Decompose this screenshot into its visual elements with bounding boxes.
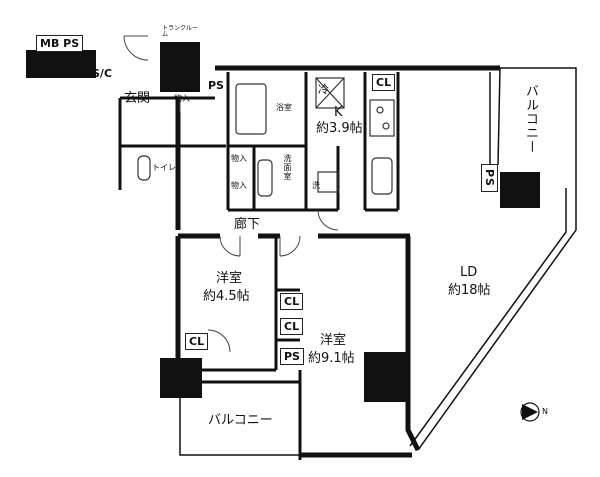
storage-2-label: 物入 [231, 181, 247, 190]
kitchen-size-label: 約3.9帖 [316, 121, 363, 136]
ps-right-label: PS [481, 164, 498, 192]
compass [520, 402, 540, 422]
cl-2-label: CL [280, 318, 304, 335]
door-swings [123, 35, 339, 353]
washer-label: 洗 [312, 181, 320, 190]
sic-label: S/C [92, 67, 113, 80]
balcony-right-label: バルコニー [523, 84, 538, 154]
cl-1-label: CL [280, 293, 304, 310]
ld-size-label: 約18帖 [448, 283, 491, 298]
structural-pillars [26, 42, 540, 402]
toilet-label: トイレ [152, 163, 176, 172]
bath-label: 浴室 [276, 103, 292, 112]
fridge-label: 冷 [318, 83, 329, 96]
balcony-right-outline [409, 67, 577, 451]
interior-walls [118, 72, 400, 460]
washroom-label: 洗面室 [283, 154, 292, 181]
mb-ps-label: MB PS [36, 35, 84, 52]
balcony-bottom-label: バルコニー [208, 413, 273, 428]
ld-label: LD [460, 265, 478, 280]
ps-top-label: PS [208, 79, 224, 92]
entrance-label: 玄関 [124, 91, 151, 106]
door-openings [220, 232, 318, 240]
fixtures [137, 77, 395, 197]
cl-kitchen-label: CL [372, 74, 396, 91]
western2-label: 洋室 [320, 333, 347, 348]
north-label: N [542, 407, 548, 416]
corridor-label: 廊下 [234, 217, 261, 232]
western2-size-label: 約9.1帖 [308, 351, 355, 366]
trunk-room-label: トランクルーム [162, 25, 198, 38]
kitchen-label: K [334, 105, 343, 120]
western1-label: 洋室 [216, 271, 243, 286]
ps-mid-label: PS [280, 348, 304, 365]
storage-1-label: 物入 [231, 154, 247, 163]
cl-3-label: CL [185, 333, 209, 350]
western1-size-label: 約4.5帖 [203, 289, 250, 304]
storage-entrance-label: 物入 [174, 94, 190, 103]
